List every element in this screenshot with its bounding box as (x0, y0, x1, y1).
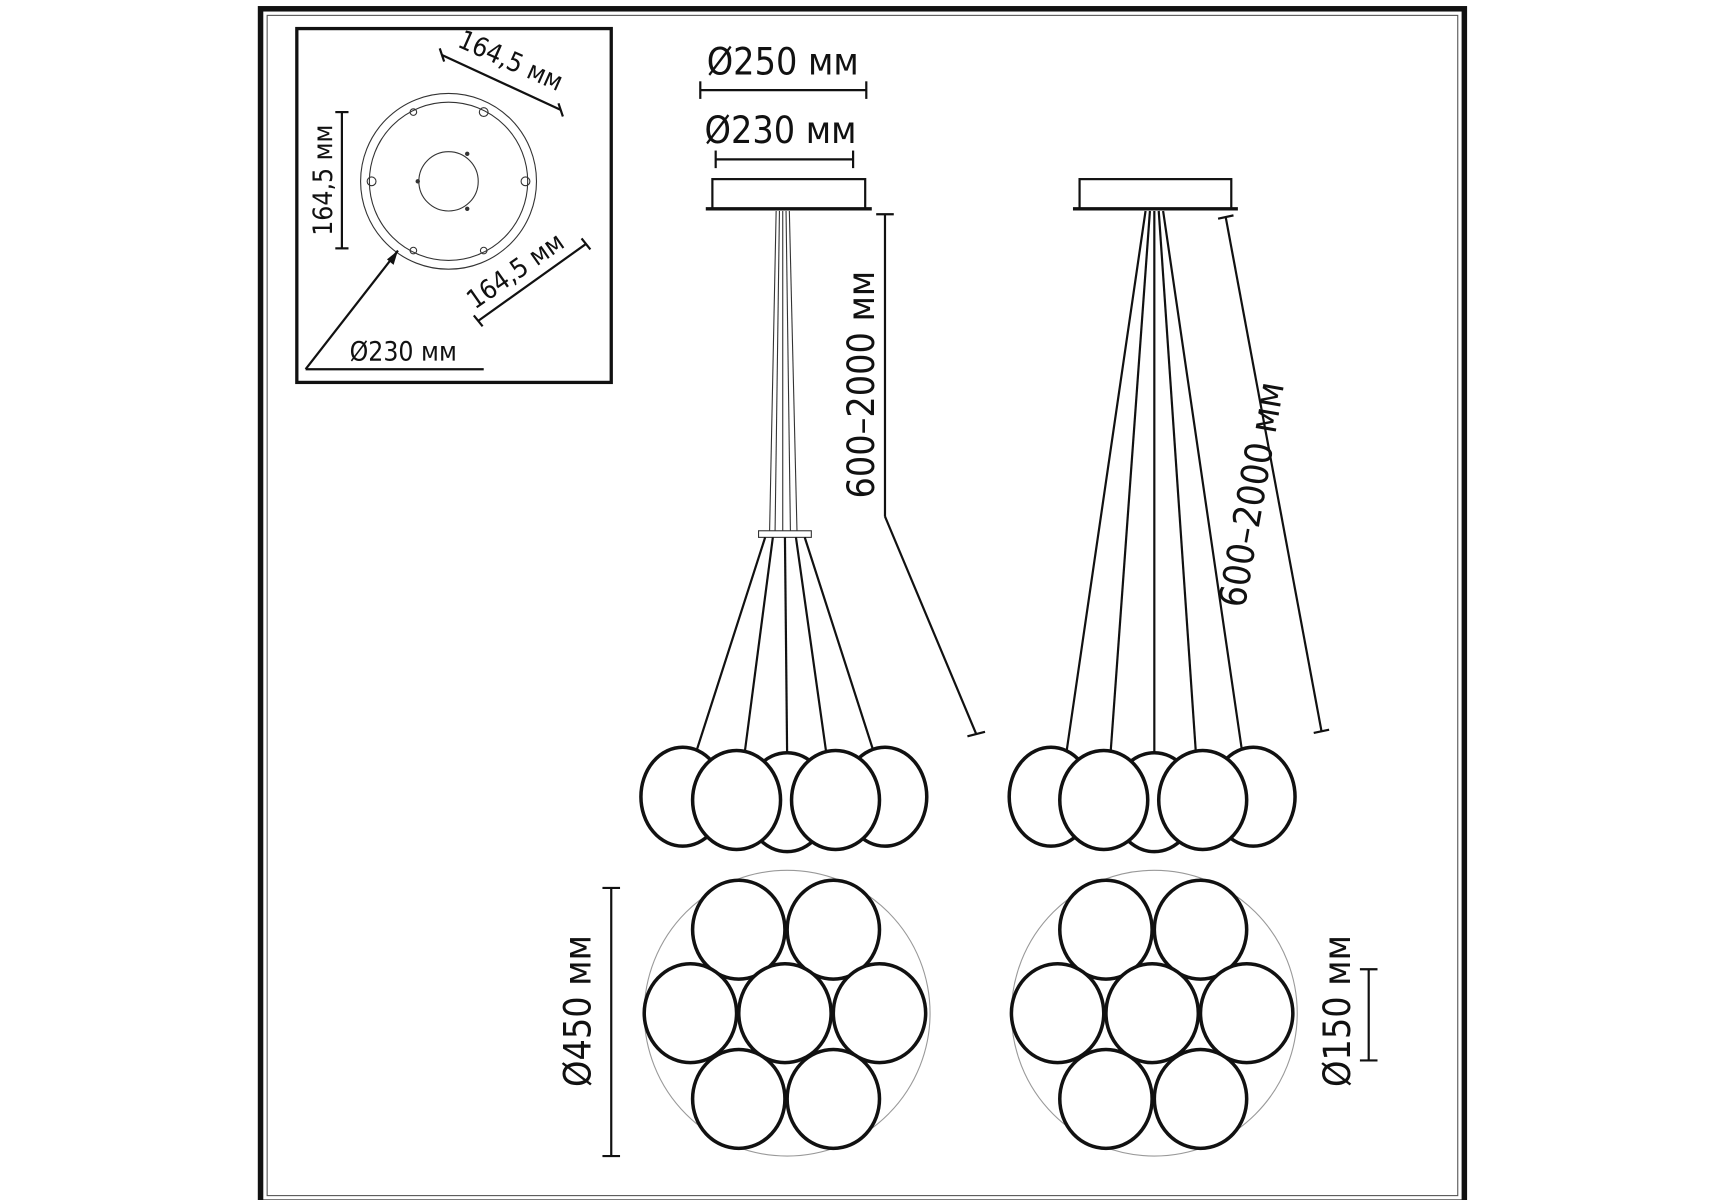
left-bottom-view (642, 869, 931, 1157)
left-lamp-side-view (639, 178, 929, 854)
canopy (1078, 178, 1233, 210)
canopy (711, 178, 867, 210)
shade-diameter-label: Ø150 мм (1315, 935, 1359, 1087)
plate-inner-circle (368, 101, 529, 261)
outer-frame (257, 6, 1468, 1200)
mount-plate-inset: 164,5 мм 164,5 мм 164,5 мм Ø230 мм (295, 25, 613, 385)
overall-diameter-label: Ø450 мм (555, 935, 599, 1087)
right-suspension-length-label: 600–2000 мм (1210, 378, 1293, 610)
inset-left-height-label: 164,5 мм (309, 125, 339, 236)
left-suspension-length-label: 600–2000 мм (839, 271, 883, 499)
plate-center-hole (418, 151, 479, 212)
inset-box (295, 26, 613, 385)
cable-clamp (758, 530, 812, 538)
right-bottom-view (1009, 869, 1298, 1157)
inner-frame (266, 14, 1459, 1197)
inset-bottom-width-label: 164,5 мм (462, 227, 570, 315)
plate-outer-circle (360, 92, 538, 270)
canopy-outer-diameter-label: Ø250 мм (707, 40, 859, 84)
right-lamp-side-view (1007, 178, 1297, 854)
inset-diameter-label: Ø230 мм (350, 337, 457, 367)
canopy-inner-diameter-label: Ø230 мм (705, 108, 857, 152)
